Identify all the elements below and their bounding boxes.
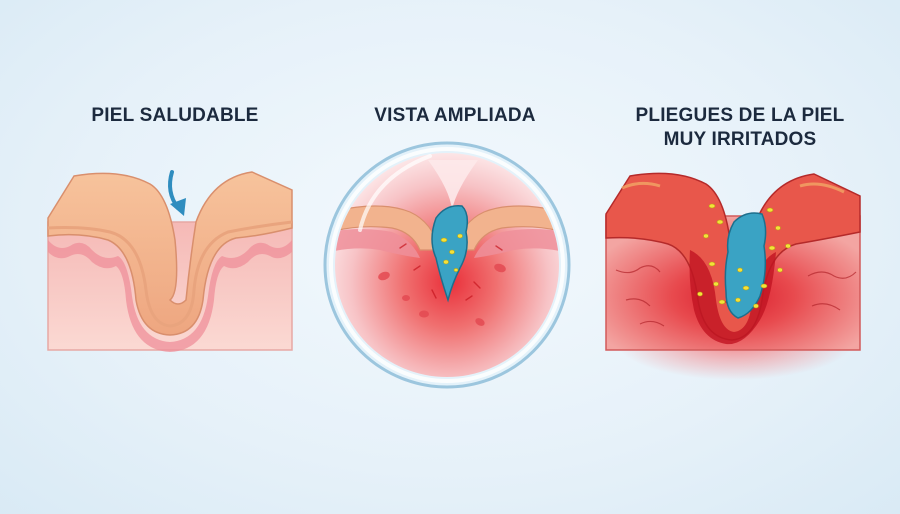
down-arrow-icon	[168, 170, 186, 216]
panel-title-irritated-line1: PLIEGUES DE LA PIEL	[635, 105, 845, 126]
irritated-skin-illustration	[605, 172, 861, 380]
panel-title-irritated: PLIEGUES DE LA PIEL MUY IRRITADOS	[600, 104, 880, 152]
magnifier-lens-icon	[323, 141, 571, 389]
panel-title-healthy: PIEL SALUDABLE	[91, 105, 259, 126]
panel-title-irritated-line2: MUY IRRITADOS	[663, 129, 817, 150]
healthy-skin-illustration	[47, 170, 293, 352]
panel-title-magnified: VISTA AMPLIADA	[374, 105, 536, 126]
